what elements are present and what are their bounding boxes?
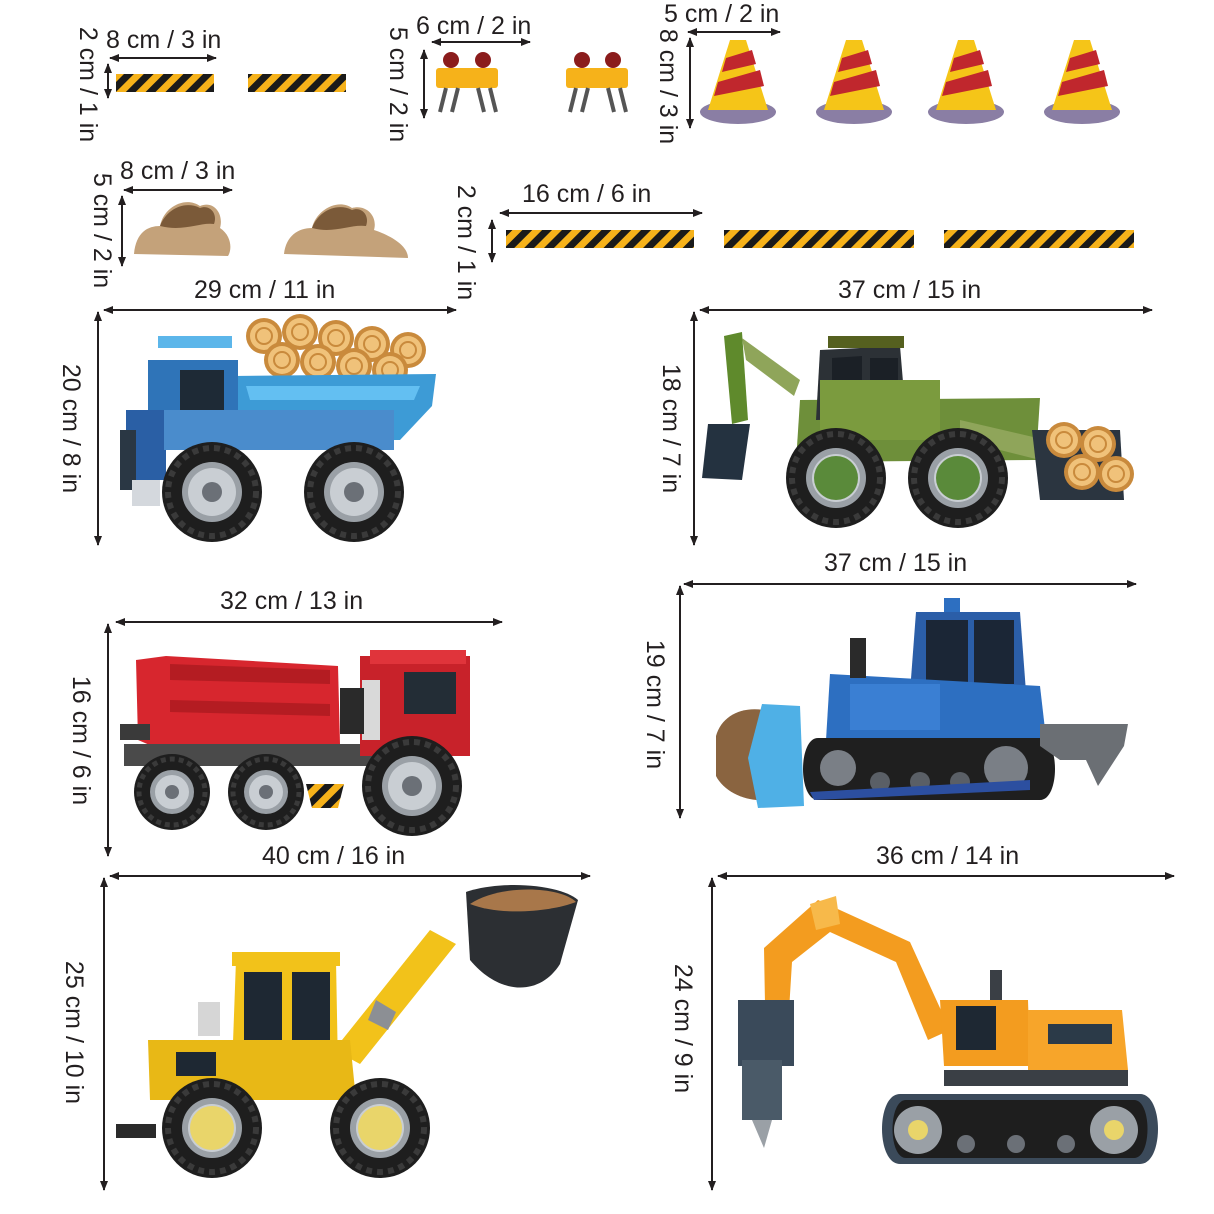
mixer-width-label: 32 cm / 13 in (220, 587, 364, 615)
loader-width-label: 40 cm / 16 in (262, 842, 406, 870)
dump-truck-width-label: 29 cm / 11 in (194, 276, 336, 304)
mixer-height-label: 16 cm / 6 in (67, 675, 96, 806)
cement-mixer (120, 650, 470, 836)
cone-width-label: 5 cm / 2 in (664, 0, 780, 28)
excavator-height-label: 24 cm / 9 in (669, 963, 698, 1094)
dump-truck (120, 313, 436, 542)
stripe-small-height-label: 2 cm / 1 in (74, 26, 103, 143)
excavator-width-label: 36 cm / 14 in (876, 842, 1020, 870)
dirt-piles (134, 202, 408, 258)
bulldozer-height-label: 19 cm / 7 in (641, 639, 670, 770)
backhoe-height-label: 18 cm / 7 in (657, 363, 686, 494)
dump-truck-height-label: 20 cm / 8 in (57, 363, 86, 494)
dirt-width-label: 8 cm / 3 in (120, 157, 236, 185)
hazard-stripes-small (116, 74, 346, 92)
cone-height-label: 8 cm / 3 in (654, 28, 683, 145)
road-barrier-2 (566, 52, 628, 113)
hazard-stripes-long (506, 230, 1134, 248)
excavator (738, 896, 1158, 1164)
stripe-small-width-label: 8 cm / 3 in (106, 26, 222, 54)
bulldozer (716, 598, 1128, 808)
backhoe-loader (702, 332, 1135, 528)
loader-height-label: 25 cm / 10 in (60, 960, 89, 1105)
dimension-arrows (94, 28, 1175, 1191)
barrier-width-label: 6 cm / 2 in (416, 12, 532, 40)
bulldozer-width-label: 37 cm / 15 in (824, 549, 968, 577)
traffic-cones (700, 40, 1120, 124)
stripe-long-height-label: 2 cm / 1 in (452, 184, 481, 301)
road-barrier-1 (436, 52, 498, 113)
dirt-height-label: 5 cm / 2 in (88, 172, 117, 289)
backhoe-width-label: 37 cm / 15 in (838, 276, 982, 304)
stripe-long-width-label: 16 cm / 6 in (522, 180, 652, 208)
wheel-loader (116, 885, 578, 1178)
barrier-height-label: 5 cm / 2 in (384, 26, 413, 143)
